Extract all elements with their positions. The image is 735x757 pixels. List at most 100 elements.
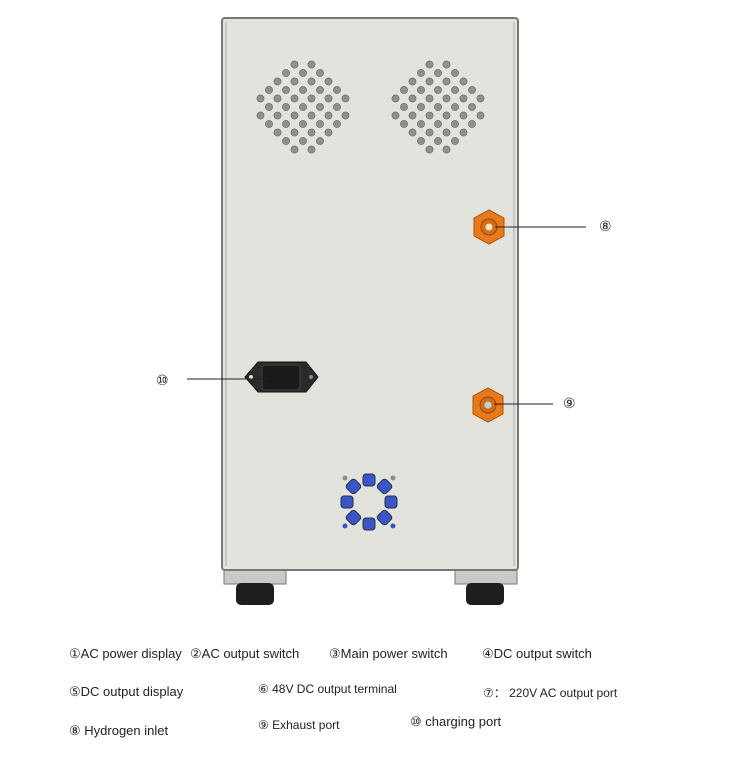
fan-slot [362, 473, 376, 487]
vent-hole [417, 69, 425, 77]
rear-panel [221, 17, 519, 571]
vent-hole [391, 111, 400, 120]
left-foot [236, 583, 274, 605]
callout-8: ⑧ [599, 218, 612, 234]
vent-hole [476, 94, 485, 103]
vent-hole [299, 69, 307, 77]
vent-hole [273, 94, 282, 103]
vent-hole [442, 111, 451, 120]
vent-grille-left [256, 60, 350, 154]
vent-hole [333, 120, 341, 128]
legend-item-6: ⑥ 48V DC output terminal [258, 682, 397, 696]
legend-item-5: ⑤DC output display [69, 684, 184, 699]
vent-grille-right [391, 60, 485, 154]
vent-hole [282, 86, 290, 94]
vent-hole [324, 94, 333, 103]
fan-screw [342, 475, 348, 481]
vent-hole [476, 111, 485, 120]
vent-hole [316, 86, 324, 94]
vent-hole [307, 145, 316, 154]
fan-slot [340, 495, 354, 509]
vent-hole [408, 77, 417, 86]
vent-hole [256, 111, 265, 120]
callout-9: ⑨ [563, 395, 576, 411]
exhaust-port-connector [472, 387, 504, 423]
vent-hole [417, 137, 425, 145]
vent-hole [451, 103, 459, 111]
vent-hole [324, 111, 333, 120]
vent-hole [273, 77, 282, 86]
vent-hole [307, 60, 316, 69]
vent-hole [316, 120, 324, 128]
vent-hole [417, 86, 425, 94]
vent-hole [459, 77, 468, 86]
vent-hole [290, 60, 299, 69]
vent-hole [417, 120, 425, 128]
fan-screw [390, 475, 396, 481]
vent-hole [434, 69, 442, 77]
vent-hole [451, 69, 459, 77]
vent-hole [442, 94, 451, 103]
vent-hole [290, 77, 299, 86]
vent-hole [290, 111, 299, 120]
vent-hole [282, 103, 290, 111]
vent-hole [400, 103, 408, 111]
vent-hole [391, 94, 400, 103]
vent-hole [442, 77, 451, 86]
vent-hole [442, 60, 451, 69]
vent-hole [408, 111, 417, 120]
vent-hole [290, 94, 299, 103]
vent-hole [333, 103, 341, 111]
vent-hole [324, 77, 333, 86]
vent-hole [307, 77, 316, 86]
legend-item-9: ⑨ Exhaust port [258, 718, 340, 732]
vent-hole [256, 94, 265, 103]
fan-screw [342, 523, 348, 529]
vent-hole [459, 111, 468, 120]
fan-slot [376, 509, 393, 526]
legend-item-3: ③Main power switch [329, 646, 448, 661]
vent-hole [459, 94, 468, 103]
vent-hole [425, 77, 434, 86]
vent-hole [434, 137, 442, 145]
vent-hole [273, 128, 282, 137]
vent-hole [265, 120, 273, 128]
vent-hole [307, 111, 316, 120]
vent-hole [290, 145, 299, 154]
vent-hole [400, 120, 408, 128]
legend-item-2: ②AC output switch [190, 646, 300, 661]
vent-hole [442, 145, 451, 154]
vent-hole [408, 128, 417, 137]
vent-hole [299, 137, 307, 145]
legend-item-8: ⑧ Hydrogen inlet [69, 723, 169, 738]
vent-hole [434, 103, 442, 111]
vent-hole [341, 111, 350, 120]
vent-hole [265, 86, 273, 94]
vent-hole [316, 137, 324, 145]
vent-hole [333, 86, 341, 94]
vent-hole [299, 103, 307, 111]
vent-hole [417, 103, 425, 111]
fan-slot [345, 478, 362, 495]
vent-hole [451, 86, 459, 94]
vent-hole [282, 120, 290, 128]
legend-item-4: ④DC output switch [482, 646, 592, 661]
vent-hole [442, 128, 451, 137]
vent-hole [468, 86, 476, 94]
vent-hole [324, 128, 333, 137]
fan-grille [340, 473, 398, 531]
vent-hole [316, 69, 324, 77]
vent-hole [425, 128, 434, 137]
vent-hole [468, 120, 476, 128]
fan-screw [390, 523, 396, 529]
vent-hole [316, 103, 324, 111]
fan-slot [384, 495, 398, 509]
right-foot-bracket [454, 569, 518, 585]
legend-item-7: ⑦： 220V AC output port [483, 686, 618, 700]
vent-hole [299, 120, 307, 128]
vent-hole [273, 111, 282, 120]
fan-slot [345, 509, 362, 526]
vent-hole [307, 128, 316, 137]
vent-hole [282, 69, 290, 77]
